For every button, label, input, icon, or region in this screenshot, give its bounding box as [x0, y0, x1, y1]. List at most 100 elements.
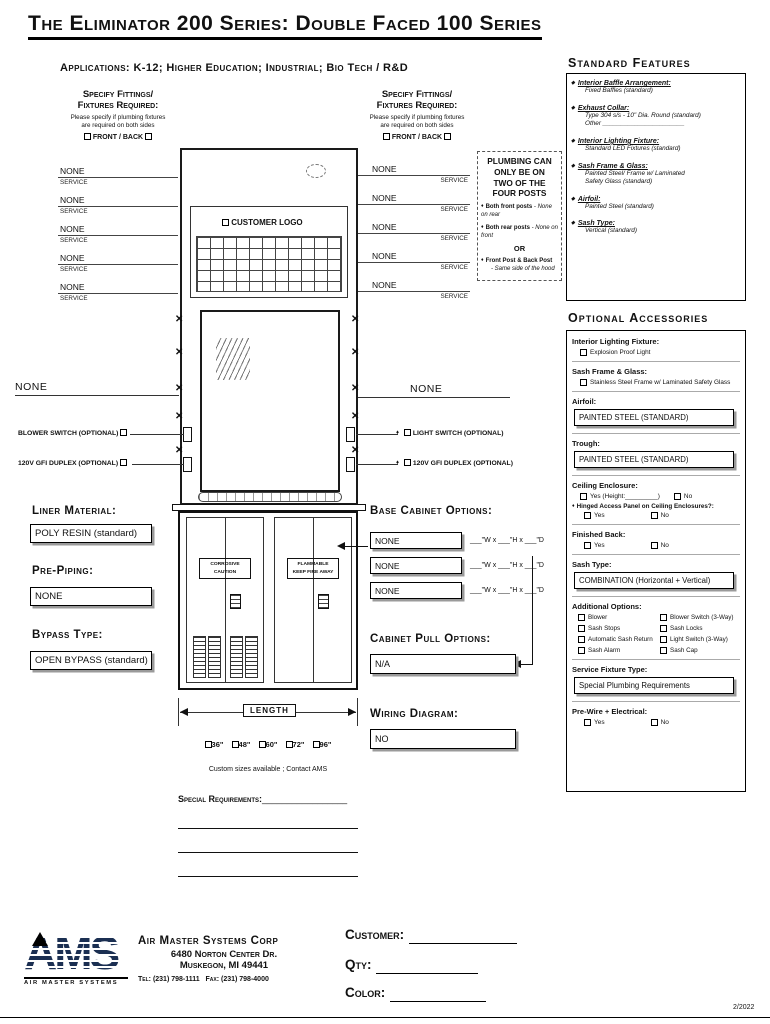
explosion-proof-checkbox[interactable]	[580, 349, 587, 356]
base-cabinet-value[interactable]: NONE	[370, 582, 462, 599]
company-block: Air Master Systems Corp 6480 Norton Cent…	[138, 935, 310, 983]
plumbing-bullet-3: ♦Front Post & Back Post - Same side of t…	[481, 257, 558, 274]
wiring-diagram-value[interactable]: NO	[370, 729, 516, 749]
feature-line[interactable]: Other _______________________	[585, 120, 685, 128]
flammable-label-line2: KEEP FIRE AWAY	[292, 569, 334, 575]
size-72-checkbox[interactable]	[285, 741, 293, 748]
base-cabinet-heading: Base Cabinet Options:	[370, 505, 493, 517]
flammable-label: FLAMMABLE KEEP FIRE AWAY	[287, 558, 339, 579]
blower-switch-3way-checkbox[interactable]	[660, 614, 667, 621]
service-value[interactable]: NONE	[58, 253, 178, 265]
cabinet-handle	[230, 594, 241, 609]
front-checkbox-right[interactable]	[382, 133, 390, 141]
sash-stops-checkbox[interactable]	[578, 625, 585, 632]
section-heading: Finished Back:	[572, 530, 626, 539]
plumbing-bullet-1-main: Both front posts	[485, 204, 533, 211]
section-heading: Interior Lighting Fixture:	[572, 337, 660, 346]
wiring-diagram-text: NO	[375, 734, 389, 744]
no-label: No	[660, 719, 669, 726]
service-label: SERVICE	[440, 235, 468, 242]
diamond-icon: ♦	[481, 223, 484, 230]
ceiling-no-checkbox[interactable]	[673, 493, 681, 500]
light-switch-3way-checkbox[interactable]	[660, 636, 667, 643]
plumbing-bullet-2: ♦Both rear posts - None on front	[481, 224, 558, 241]
service-fixture-value[interactable]: Special Plumbing Requirements	[574, 677, 734, 694]
base-cabinet-dims[interactable]: ___"W x ___"H x ___"D	[470, 562, 544, 569]
specify-fittings-left: Specify Fittings/ Fixtures Required: Ple…	[56, 89, 180, 141]
base-cabinet-value[interactable]: NONE	[370, 532, 462, 549]
back-checkbox-right[interactable]	[444, 133, 452, 141]
finished-back-no-checkbox[interactable]	[650, 542, 658, 549]
base-cabinet-dims[interactable]: ___"W x ___"H x ___"D	[470, 537, 544, 544]
service-value[interactable]: NONE	[58, 166, 178, 178]
service-value[interactable]: NONE	[358, 280, 470, 292]
write-in-line[interactable]	[178, 852, 358, 853]
stainless-frame-checkbox[interactable]	[580, 379, 587, 386]
service-value[interactable]: NONE	[58, 224, 178, 236]
prewire-no-checkbox[interactable]	[650, 719, 658, 726]
liner-material-value[interactable]: POLY RESIN (standard)	[30, 524, 152, 543]
connector-line	[356, 464, 398, 465]
feature-line: Standard LED Fixtures (standard)	[585, 144, 681, 152]
sash-locks-checkbox[interactable]	[660, 625, 667, 632]
service-label: SERVICE	[60, 179, 88, 186]
pre-piping-value[interactable]: NONE	[30, 587, 152, 606]
work-surface	[172, 504, 366, 511]
service-value[interactable]: NONE	[58, 195, 178, 207]
ceiling-yes-checkbox[interactable]	[580, 493, 587, 500]
qty-label: Qty:	[345, 957, 372, 972]
size-label: 96"	[319, 740, 332, 749]
sash-cap-checkbox[interactable]	[660, 647, 667, 654]
service-value[interactable]: NONE	[358, 251, 470, 263]
airfoil-value[interactable]: PAINTED STEEL (STANDARD)	[574, 409, 734, 426]
section-heading: Sash Frame & Glass:	[572, 367, 648, 376]
none-fitting-left[interactable]: NONE	[15, 381, 48, 393]
gfi-duplex-option-right: 120V GFI DUPLEX (OPTIONAL)	[404, 459, 513, 467]
checkbox-label: Stainless Steel Frame w/ Laminated Safet…	[590, 379, 731, 386]
size-96-checkbox[interactable]	[312, 741, 320, 748]
qty-blank[interactable]	[375, 961, 478, 974]
size-48-checkbox[interactable]	[231, 741, 239, 748]
base-cabinet-value[interactable]: NONE	[370, 557, 462, 574]
customer-blank[interactable]	[408, 931, 517, 944]
back-checkbox-left[interactable]	[145, 133, 153, 141]
hinged-no-checkbox[interactable]	[650, 512, 658, 519]
optional-section-finished-back: Finished Back: Yes No	[572, 530, 740, 555]
size-36-checkbox[interactable]	[204, 741, 212, 748]
auto-sash-return-checkbox[interactable]	[578, 636, 585, 643]
specify-right-title-2: Fixtures Required:	[376, 99, 458, 111]
blower-switch-checkbox[interactable]	[120, 429, 128, 436]
sash-type-value[interactable]: COMBINATION (Horizontal + Vertical)	[574, 572, 734, 589]
special-requirements-blank[interactable]: _________________	[262, 794, 348, 804]
blower-checkbox[interactable]	[578, 614, 585, 621]
write-in-line[interactable]	[178, 876, 358, 877]
specify-right-title-1: Specify Fittings/	[381, 89, 453, 100]
cabinet-pull-value[interactable]: N/A	[370, 654, 516, 674]
none-fitting-right[interactable]: NONE	[410, 383, 443, 395]
prewire-yes-checkbox[interactable]	[584, 719, 591, 726]
sash-alarm-checkbox[interactable]	[578, 647, 585, 654]
write-in-line[interactable]	[178, 828, 358, 829]
light-switch-checkbox[interactable]	[404, 429, 411, 436]
trough-value[interactable]: PAINTED STEEL (STANDARD)	[574, 451, 734, 468]
base-cabinet-dims[interactable]: ___"W x ___"H x ___"D	[470, 587, 544, 594]
size-60-checkbox[interactable]	[258, 741, 266, 748]
bypass-type-value[interactable]: OPEN BYPASS (standard)	[30, 651, 152, 670]
front-checkbox-left[interactable]	[83, 133, 91, 141]
customer-logo-label: CUSTOMER LOGO	[231, 218, 303, 227]
hinged-yes-checkbox[interactable]	[584, 512, 591, 519]
wiring-diagram-heading: Wiring Diagram:	[370, 708, 459, 720]
finished-back-yes-checkbox[interactable]	[584, 542, 591, 549]
color-blank[interactable]	[389, 989, 486, 1002]
gfi-duplex-checkbox-left[interactable]	[119, 459, 127, 466]
customer-logo-checkbox[interactable]	[222, 219, 229, 226]
service-value[interactable]: NONE	[358, 164, 470, 176]
service-row: NONE SERVICE	[358, 280, 470, 300]
color-label: Color:	[345, 985, 386, 1000]
service-value[interactable]: NONE	[358, 222, 470, 234]
service-value[interactable]: NONE	[358, 193, 470, 205]
optional-section-airfoil: Airfoil: PAINTED STEEL (STANDARD)	[572, 397, 740, 434]
vent-grille	[230, 636, 243, 678]
service-value[interactable]: NONE	[58, 282, 178, 294]
gfi-duplex-checkbox-right[interactable]	[404, 459, 411, 466]
